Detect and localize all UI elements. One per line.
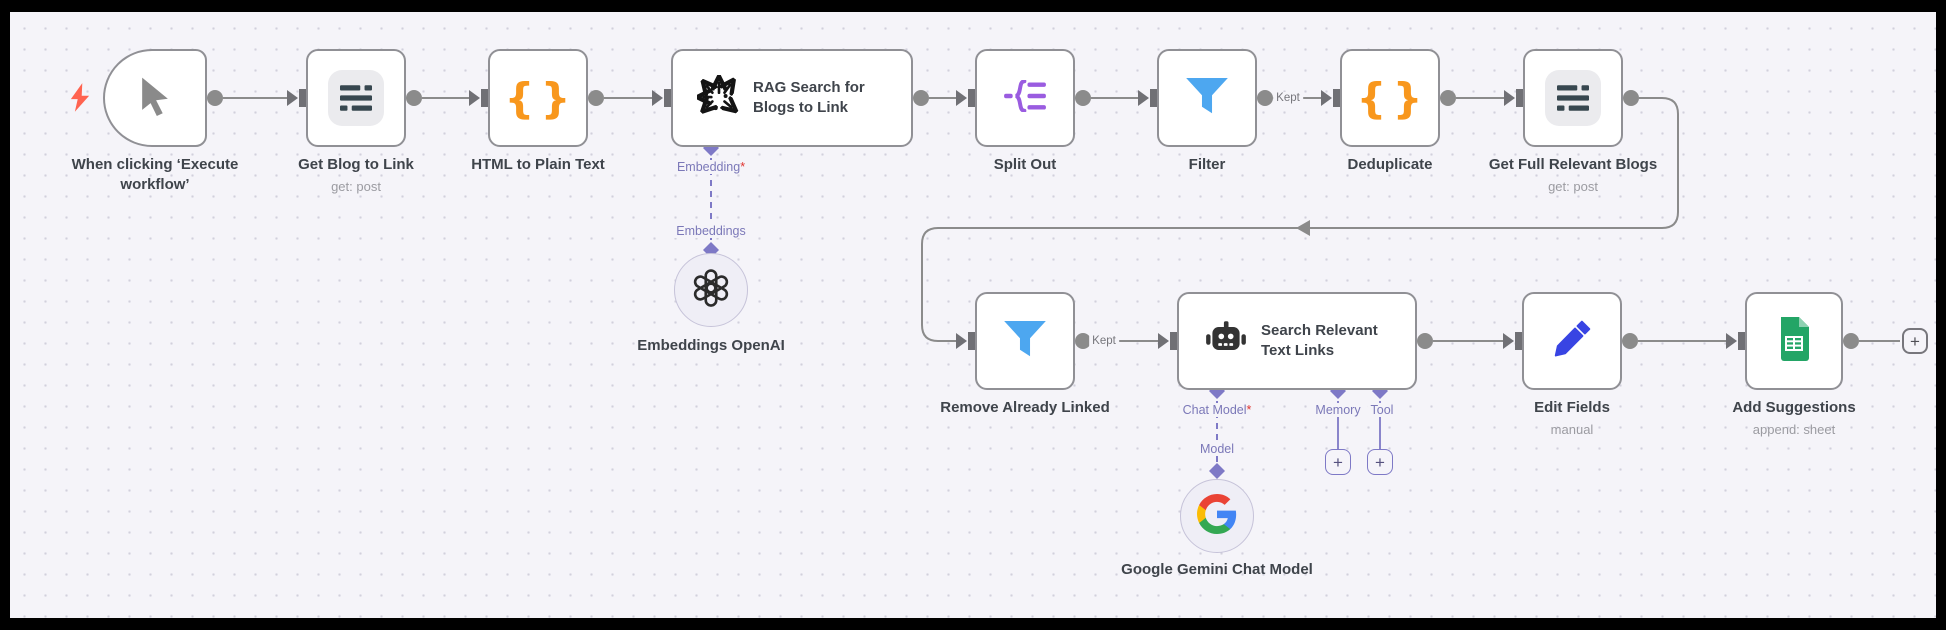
split-out-icon — [1004, 78, 1046, 117]
pencil-icon — [1550, 317, 1594, 366]
plus-icon: + — [1375, 452, 1385, 472]
node-inner-title: Search Relevant Text Links — [1261, 321, 1378, 359]
openai-icon — [690, 267, 732, 314]
node-google-gemini-chat-model[interactable] — [1180, 479, 1254, 553]
edge-label-kept-2: Kept — [1089, 335, 1119, 347]
lightning-trigger-icon — [66, 82, 94, 114]
node-filter[interactable] — [1157, 49, 1257, 147]
node-label-add-suggestions: Add Suggestions append: sheet — [1684, 398, 1904, 439]
input-connectors[interactable] — [287, 89, 1745, 350]
node-embeddings-openai[interactable] — [674, 253, 748, 327]
node-sublabel: manual — [1550, 422, 1594, 438]
node-sublabel: append: sheet — [1752, 422, 1836, 438]
node-search-relevant-text-links[interactable]: Search Relevant Text Links — [1177, 292, 1417, 390]
node-get-blog-to-link[interactable] — [306, 49, 406, 147]
node-label-get-full-blogs: Get Full Relevant Blogs get: post — [1463, 155, 1683, 196]
node-label-trigger: When clicking ‘Execute workflow’ — [71, 156, 239, 194]
funnel-icon — [1184, 75, 1230, 122]
node-label-split-out: Split Out — [993, 156, 1057, 173]
connector-label-model: Model — [1196, 442, 1238, 456]
connector-label-chat-model: Chat Model* — [1179, 403, 1255, 417]
output-dots[interactable] — [207, 90, 1859, 349]
node-add-suggestions[interactable] — [1745, 292, 1843, 390]
node-split-out[interactable] — [975, 49, 1075, 147]
google-sheets-icon — [1775, 315, 1813, 368]
edge-label-kept-1: Kept — [1273, 92, 1303, 104]
node-label-google-gemini: Google Gemini Chat Model — [1121, 561, 1313, 578]
node-deduplicate[interactable]: { } — [1340, 49, 1440, 147]
node-label-deduplicate: Deduplicate — [1347, 156, 1433, 173]
cms-post-icon — [1545, 70, 1601, 126]
node-remove-already-linked[interactable] — [975, 292, 1075, 390]
node-label-html-to-text: HTML to Plain Text — [471, 156, 605, 173]
node-label-remove-linked: Remove Already Linked — [940, 399, 1110, 416]
node-get-full-relevant-blogs[interactable] — [1523, 49, 1623, 147]
add-tool-button[interactable]: + — [1367, 449, 1393, 475]
loop-arrowhead — [1296, 220, 1310, 236]
node-sublabel: get: post — [1548, 179, 1598, 195]
node-sublabel: get: post — [331, 179, 381, 195]
node-label-get-blog: Get Blog to Link get: post — [246, 155, 466, 196]
node-trigger[interactable] — [103, 49, 207, 147]
node-inner-title: RAG Search for Blogs to Link — [753, 78, 865, 116]
robot-agent-icon — [1203, 320, 1249, 363]
plus-icon: + — [1333, 452, 1343, 472]
vector-store-icon — [697, 74, 741, 123]
plus-icon: + — [1910, 331, 1920, 351]
funnel-icon — [1002, 318, 1048, 365]
google-g-icon — [1197, 493, 1237, 539]
add-node-button[interactable]: + — [1902, 328, 1928, 354]
node-html-to-plain-text[interactable]: { } — [488, 49, 588, 147]
braces-icon: { } — [1356, 73, 1424, 123]
connector-label-embeddings: Embeddings — [673, 224, 749, 238]
cursor-icon — [133, 74, 177, 123]
node-label-edit-fields: Edit Fields manual — [1462, 398, 1682, 439]
node-label-embeddings-openai: Embeddings OpenAI — [637, 337, 785, 354]
braces-icon: { } — [504, 73, 572, 123]
node-rag-search[interactable]: RAG Search for Blogs to Link — [671, 49, 913, 147]
node-label-filter: Filter — [1188, 156, 1226, 173]
add-memory-button[interactable]: + — [1325, 449, 1351, 475]
connector-label-memory: Memory — [1312, 403, 1364, 417]
cms-post-icon — [328, 70, 384, 126]
node-edit-fields[interactable] — [1522, 292, 1622, 390]
connector-label-embedding: Embedding* — [673, 160, 749, 174]
connector-label-tool: Tool — [1367, 403, 1397, 417]
